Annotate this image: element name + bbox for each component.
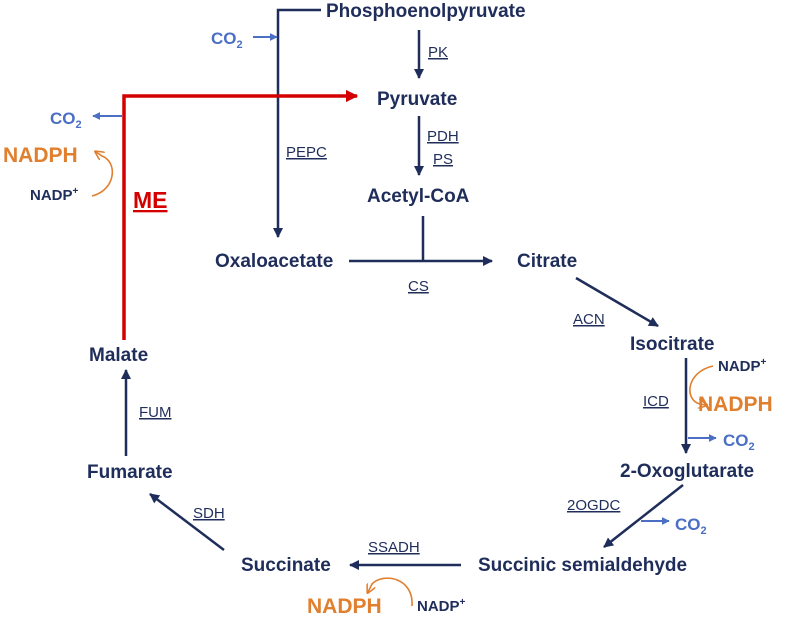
nadph-label-icd: NADPH — [698, 393, 773, 416]
nadph-label-me: NADPH — [3, 144, 78, 167]
metabolite-malate: Malate — [89, 345, 148, 366]
metabolite-pyruvate: Pyruvate — [377, 89, 457, 110]
nadp-label-ssadh: NADP+ — [417, 597, 466, 615]
metabolite-succinate: Succinate — [241, 555, 331, 576]
enzyme-sdh: SDH — [193, 505, 225, 522]
co2-label-pepc: CO2 — [211, 29, 243, 51]
enzyme-ssadh: SSADH — [368, 539, 420, 556]
arrow-succinate-to-fumarate — [149, 493, 225, 551]
cofactor-arrow-ssadh — [368, 577, 413, 607]
enzyme-me: ME — [133, 187, 168, 213]
arrow-malic-enzyme-malate-to-pyruvate — [122, 89, 359, 340]
enzyme-icd: ICD — [643, 393, 669, 410]
cofactor-arrow-me — [91, 152, 114, 197]
metabolite-citrate: Citrate — [517, 251, 577, 272]
metabolite-fumarate: Fumarate — [87, 462, 173, 483]
metabolite-acetyl-coa: Acetyl-CoA — [367, 186, 470, 207]
enzyme-acn: ACN — [573, 311, 605, 328]
enzyme-pepc: PEPC — [286, 144, 327, 161]
co2-label-icd: CO2 — [723, 431, 755, 453]
nadph-label-ssadh: NADPH — [307, 595, 382, 618]
arrow-2-oxoglutarate-to-ssa — [603, 484, 684, 548]
co2-label-me: CO2 — [50, 109, 82, 131]
enzyme-pdh: PDH — [427, 128, 459, 145]
co2-label-2ogdc: CO2 — [675, 515, 707, 537]
enzyme-2ogdc: 2OGDC — [567, 497, 621, 514]
cofactor-arrow-icd — [689, 365, 714, 405]
enzyme-ps: PS — [433, 151, 453, 168]
enzyme-cs: CS — [408, 278, 429, 295]
nadp-label-me: NADP+ — [30, 186, 79, 204]
metabolite-2-oxoglutarate: 2-Oxoglutarate — [620, 461, 754, 482]
metabolite-isocitrate: Isocitrate — [630, 334, 714, 355]
nadp-label-icd: NADP+ — [718, 357, 767, 375]
arrow-pep-to-oxaloacetate — [273, 8, 321, 238]
arrow-citrate-to-isocitrate — [575, 276, 659, 328]
metabolite-succinic-semialdehyde: Succinic semialdehyde — [478, 555, 687, 576]
enzyme-fum: FUM — [139, 404, 172, 421]
metabolite-oxaloacetate: Oxaloacetate — [215, 251, 333, 272]
enzyme-pk: PK — [428, 44, 448, 61]
metabolite-phosphoenolpyruvate: Phosphoenolpyruvate — [326, 1, 526, 22]
